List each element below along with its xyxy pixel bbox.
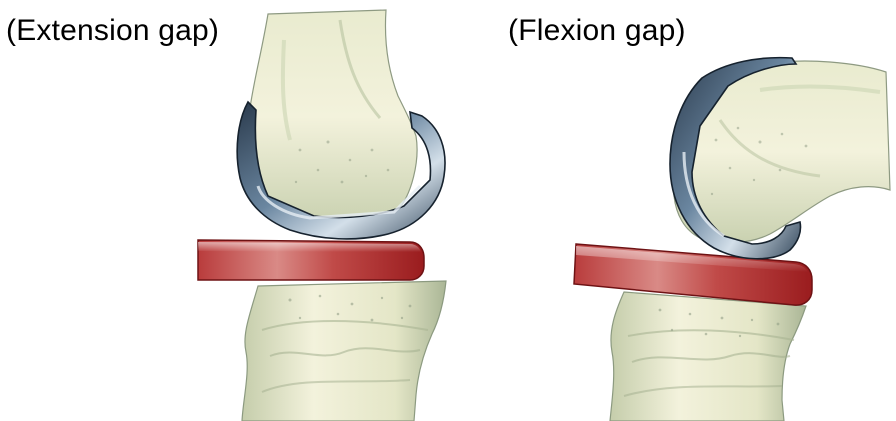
spacer-block (198, 240, 424, 280)
femur (249, 10, 417, 224)
flexion-gap-caption: (Flexion gap) (508, 14, 686, 48)
tibia (242, 281, 446, 421)
extension-gap-caption: (Extension gap) (6, 14, 219, 48)
flexion-gap-panel (574, 58, 890, 421)
tibia (610, 292, 806, 421)
extension-gap-panel (198, 10, 446, 421)
